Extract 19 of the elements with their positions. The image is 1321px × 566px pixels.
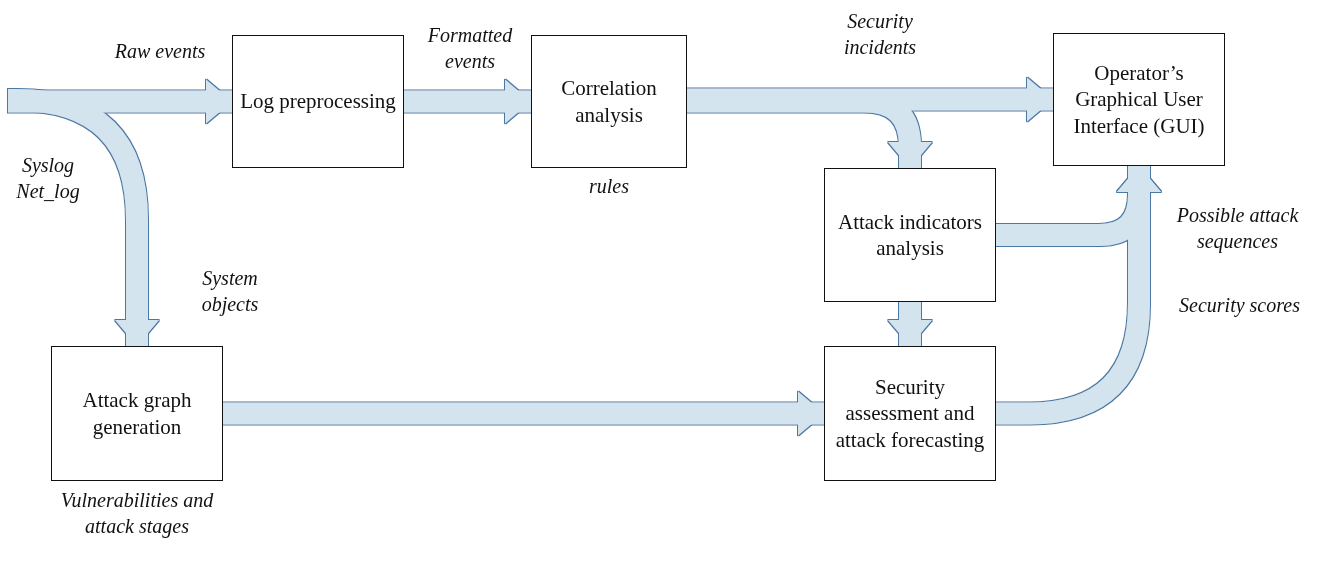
block-arrow xyxy=(8,79,232,124)
block-arrow xyxy=(888,302,932,346)
annotation: rules xyxy=(588,174,630,199)
box-label: Operator’s Graphical User Interface (GUI) xyxy=(1072,60,1206,139)
annotation: Syslog Net_log xyxy=(15,153,81,204)
annotation: Vulnerabilities and attack stages xyxy=(59,488,215,539)
block-arrow xyxy=(687,77,1053,122)
box-label: Security assessment and attack forecasting xyxy=(834,374,986,453)
process-box xyxy=(232,35,404,168)
process-box xyxy=(824,346,996,481)
process-box xyxy=(1053,33,1225,166)
block-arrow xyxy=(223,391,824,436)
box-label: Correlation analysis xyxy=(560,75,658,128)
process-box xyxy=(824,168,996,302)
block-arrow xyxy=(404,79,531,124)
box-label: Attack indicators analysis xyxy=(836,208,983,262)
box-label: Log preprocessing xyxy=(240,88,396,115)
box-label: Attack graph generation xyxy=(81,387,193,440)
block-arrow xyxy=(6,89,159,346)
